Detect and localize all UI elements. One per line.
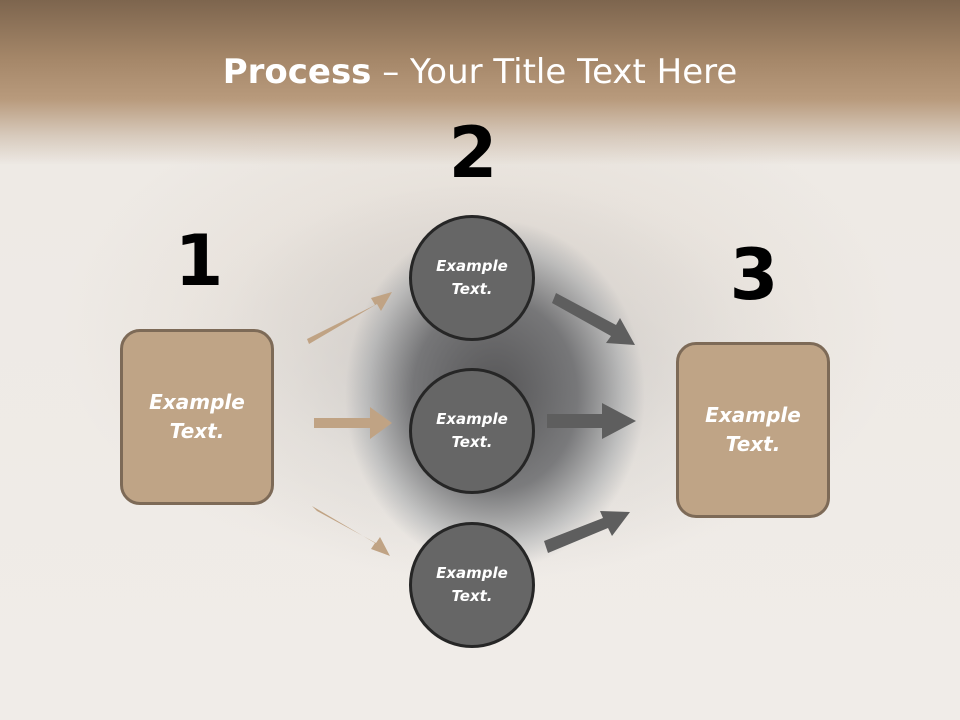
arrow-left-to-middle [314,407,392,439]
process-circle-middle-line2: Text. [451,433,493,451]
process-circle-top-line2: Text. [451,280,493,298]
process-circle-top-line1: Example [436,257,508,275]
process-circle-bottom-line2: Text. [451,587,493,605]
process-circle-middle-line1: Example [436,410,508,428]
step-box-right-line1: Example [705,403,801,427]
title-bold: Process [222,52,372,92]
step-box-right: Example Text. [676,342,830,518]
process-circle-bottom-line1: Example [436,564,508,582]
arrow-bottom-to-right [544,511,630,553]
step-number-1: 1 [174,220,224,302]
step-box-right-line2: Text. [725,432,781,456]
arrow-top-to-right [552,293,635,345]
arrow-left-to-top [307,292,392,344]
arrow-left-to-bottom [312,506,390,556]
title-band [0,0,960,165]
process-circle-middle: Example Text. [409,368,535,494]
step-box-left-line1: Example [149,390,245,414]
slide-title: Process – Your Title Text Here [0,52,960,92]
title-rest: – Your Title Text Here [371,52,738,92]
process-circle-bottom: Example Text. [409,522,535,648]
arrow-middle-to-right [547,403,636,439]
step-number-3: 3 [729,234,779,316]
step-number-2: 2 [448,112,498,194]
step-box-left: Example Text. [120,329,274,505]
process-circle-top: Example Text. [409,215,535,341]
step-box-left-line2: Text. [169,419,225,443]
